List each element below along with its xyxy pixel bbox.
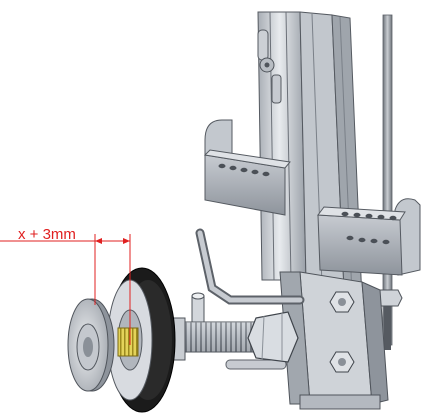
plate-bolt-upper bbox=[329, 291, 355, 313]
mounting-plate bbox=[279, 271, 389, 410]
hook-chain bbox=[257, 29, 282, 104]
gold-thread-insert bbox=[117, 327, 139, 357]
dimension-label: x + 3mm bbox=[18, 226, 76, 243]
handle-rods bbox=[195, 228, 305, 370]
adjusting-nut bbox=[247, 311, 299, 363]
clamp-disc bbox=[67, 298, 115, 392]
dimension-annotation bbox=[0, 234, 131, 345]
upper-bracket bbox=[203, 119, 291, 216]
vertical-rod bbox=[382, 14, 393, 350]
plate-bolt-lower bbox=[329, 351, 355, 373]
lower-bracket bbox=[317, 198, 421, 276]
